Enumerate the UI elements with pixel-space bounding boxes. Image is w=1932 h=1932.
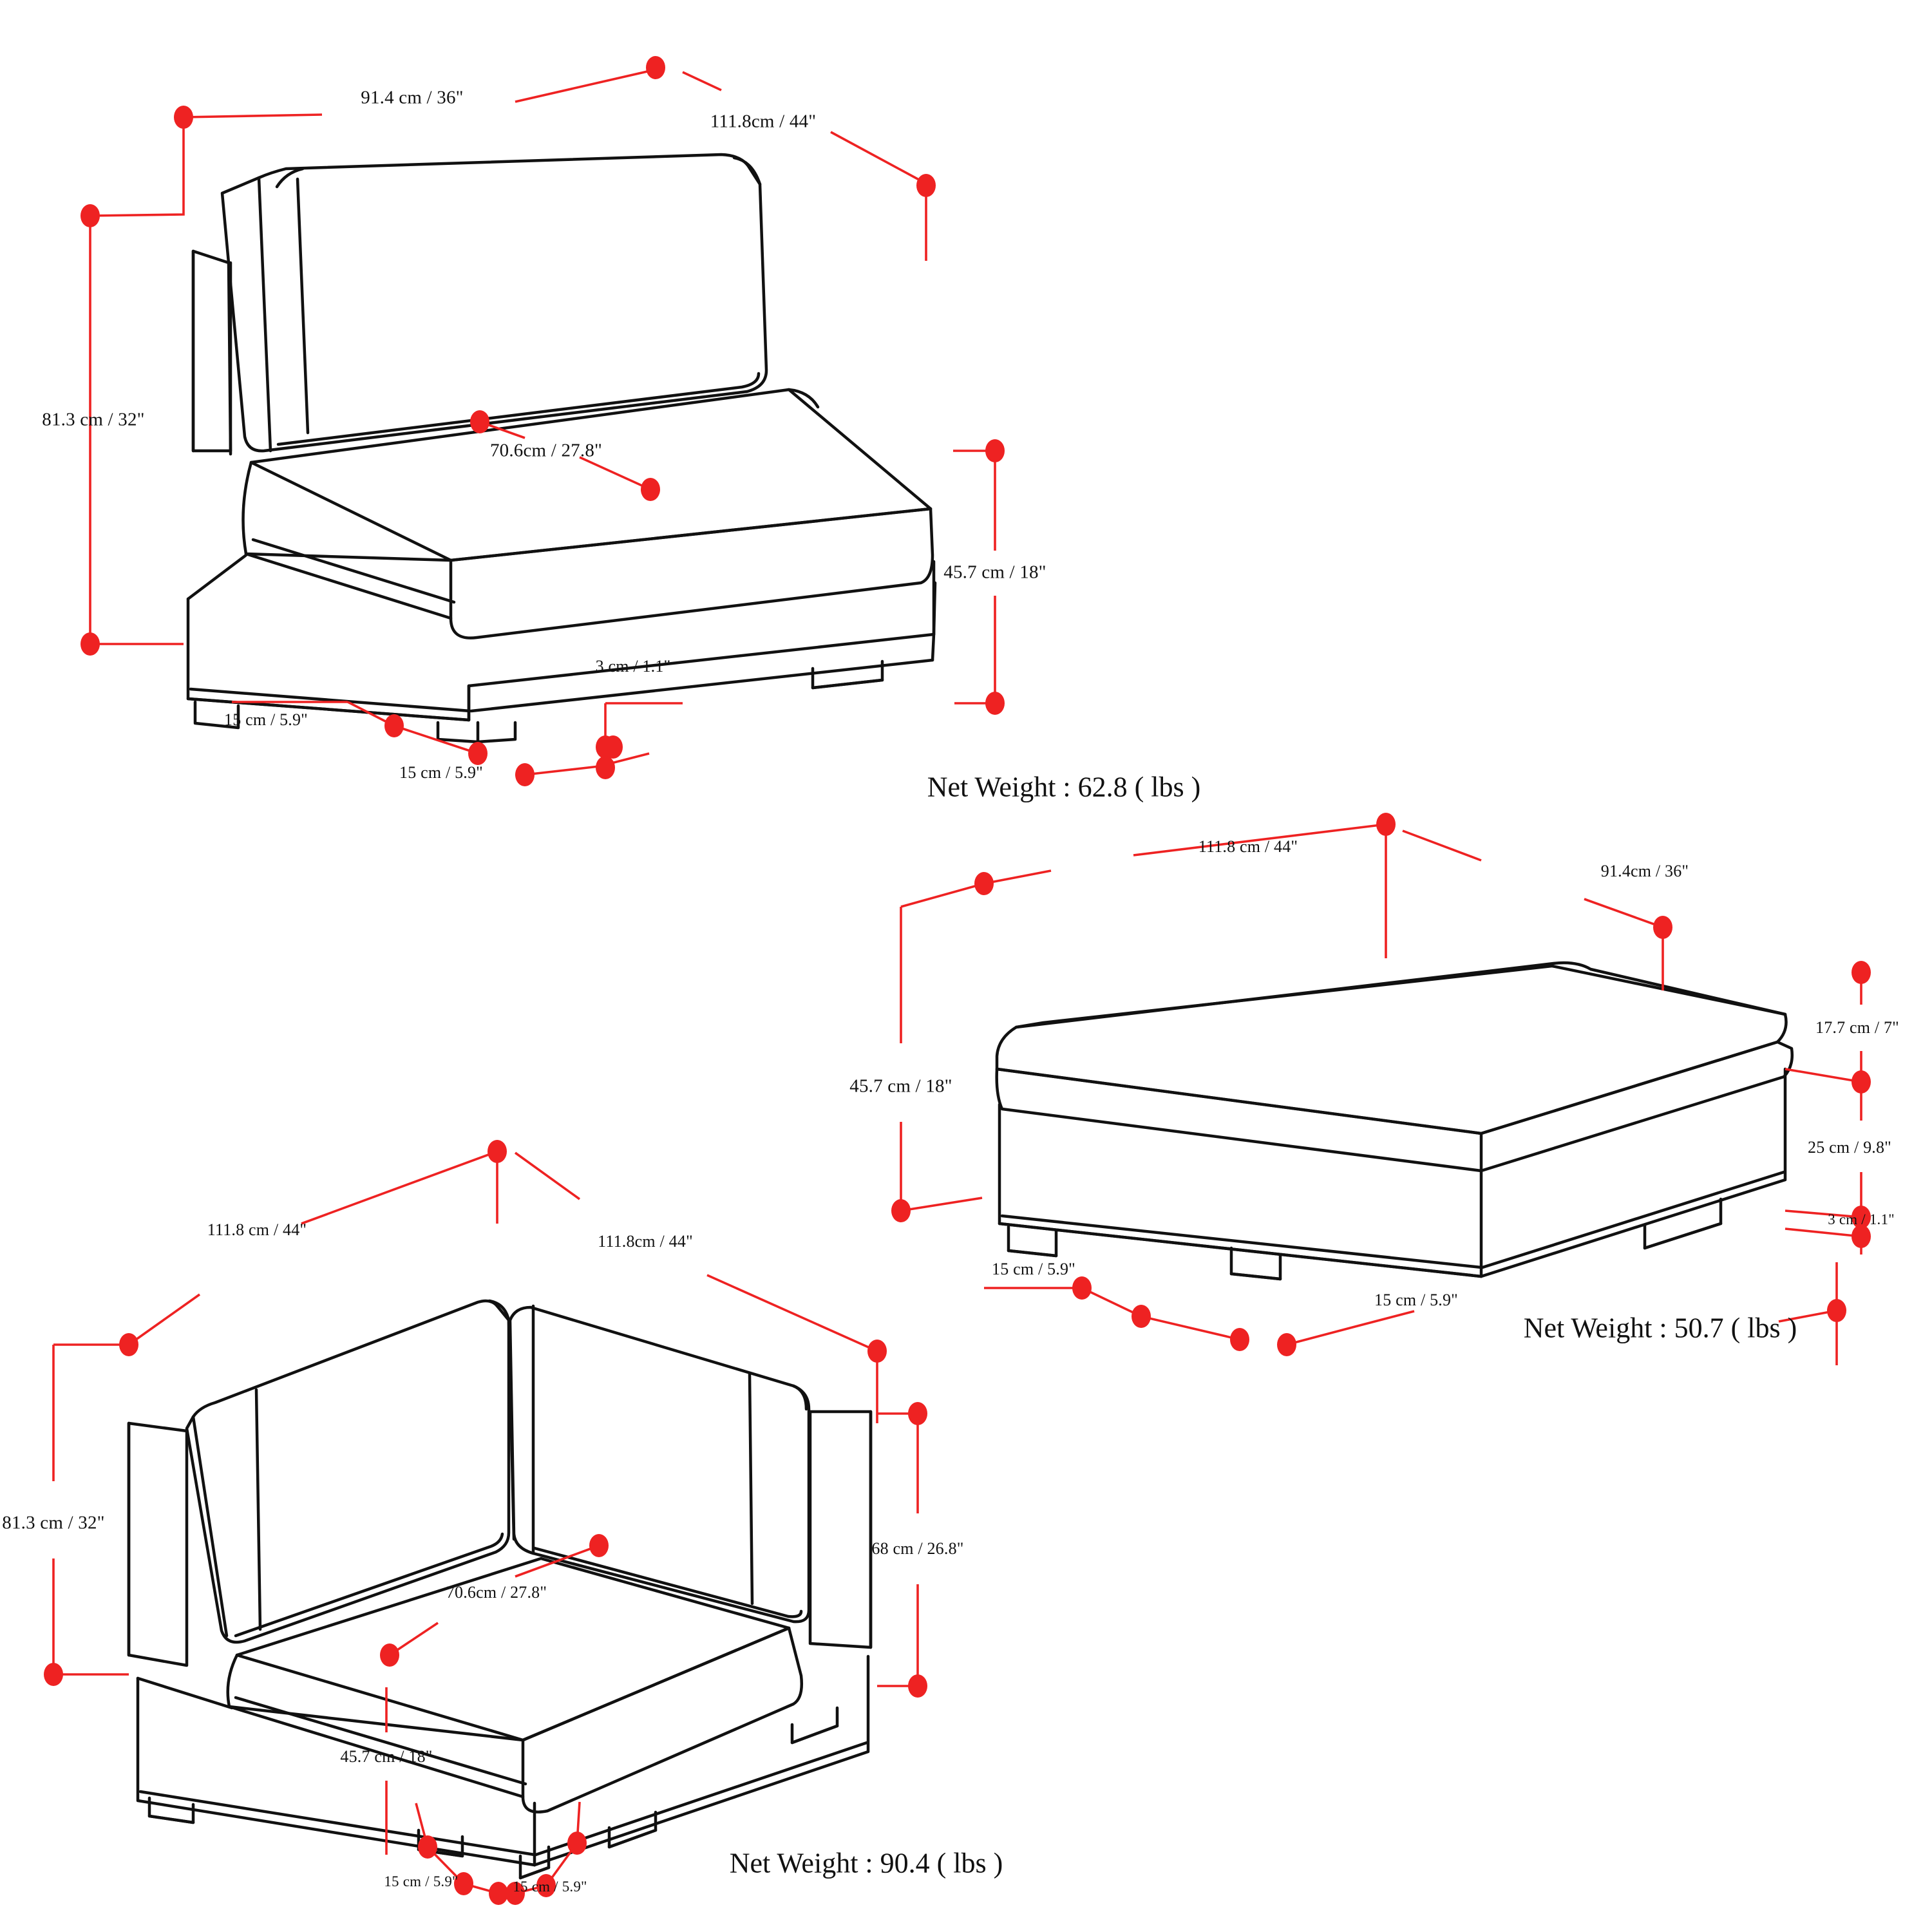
dim-label-f3-leg-left: 15 cm / 5.9" [384, 1873, 459, 1889]
net-weight-corner-chair: Net Weight : 90.4 ( lbs ) [729, 1847, 1003, 1879]
dim-label-f2-leg-height: 3 cm / 1.1" [1828, 1211, 1895, 1227]
dimension-endpoint-dots [44, 56, 1871, 1905]
dim-label-f3-seat-depth: 70.6cm / 27.8" [446, 1583, 547, 1602]
f1-dimension-leaders [89, 68, 996, 776]
dim-label-f2-width-top: 111.8 cm / 44" [1198, 837, 1298, 856]
dim-label-f1-leg-left: 15 cm / 5.9" [223, 710, 308, 729]
dim-label-f3-back-height: 68 cm / 26.8" [871, 1539, 964, 1558]
dim-label-f2-leg-left: 15 cm / 5.9" [991, 1260, 1076, 1278]
dim-label-f1-width-top: 91.4 cm / 36" [361, 87, 464, 108]
dim-label-f1-depth-top: 111.8cm / 44" [710, 111, 817, 132]
dim-label-f1-seat-depth: 70.6cm / 27.8" [489, 440, 603, 461]
dim-label-f1-leg-height: 3 cm / 1.1" [595, 657, 671, 676]
dim-label-f2-leg-front: 15 cm / 5.9" [1374, 1291, 1459, 1309]
net-weight-ottoman: Net Weight : 50.7 ( lbs ) [1523, 1312, 1797, 1344]
f3-dimension-leaders [52, 1150, 919, 1895]
dim-label-f2-total-height: 45.7 cm / 18" [849, 1075, 952, 1097]
net-weight-armless-chair: Net Weight : 62.8 ( lbs ) [927, 771, 1201, 803]
dim-label-f1-leg-front: 15 cm / 5.9" [399, 763, 484, 782]
armless-chair-drawing [186, 153, 937, 744]
dim-label-f3-seat-height: 45.7 cm / 18" [340, 1747, 433, 1766]
dim-label-f3-overall-height: 81.3 cm / 32" [2, 1512, 105, 1533]
dim-label-f2-cushion: 17.7 cm / 7" [1815, 1018, 1900, 1037]
dim-label-f1-overall-height: 81.3 cm / 32" [42, 409, 145, 430]
ottoman-drawing [995, 961, 1794, 1281]
dim-label-f3-width-right: 111.8cm / 44" [598, 1232, 693, 1251]
dim-label-f2-depth-top: 91.4cm / 36" [1600, 862, 1689, 880]
dim-label-f1-seat-height: 45.7 cm / 18" [943, 562, 1046, 583]
corner-chair-drawing [127, 1299, 873, 1880]
dim-label-f2-base: 25 cm / 9.8" [1807, 1138, 1892, 1157]
f2-dimension-leaders [900, 823, 1862, 1365]
dim-label-f3-leg-right: 15 cm / 5.9" [513, 1879, 587, 1895]
dim-label-f3-width-left: 111.8 cm / 44" [207, 1220, 307, 1239]
